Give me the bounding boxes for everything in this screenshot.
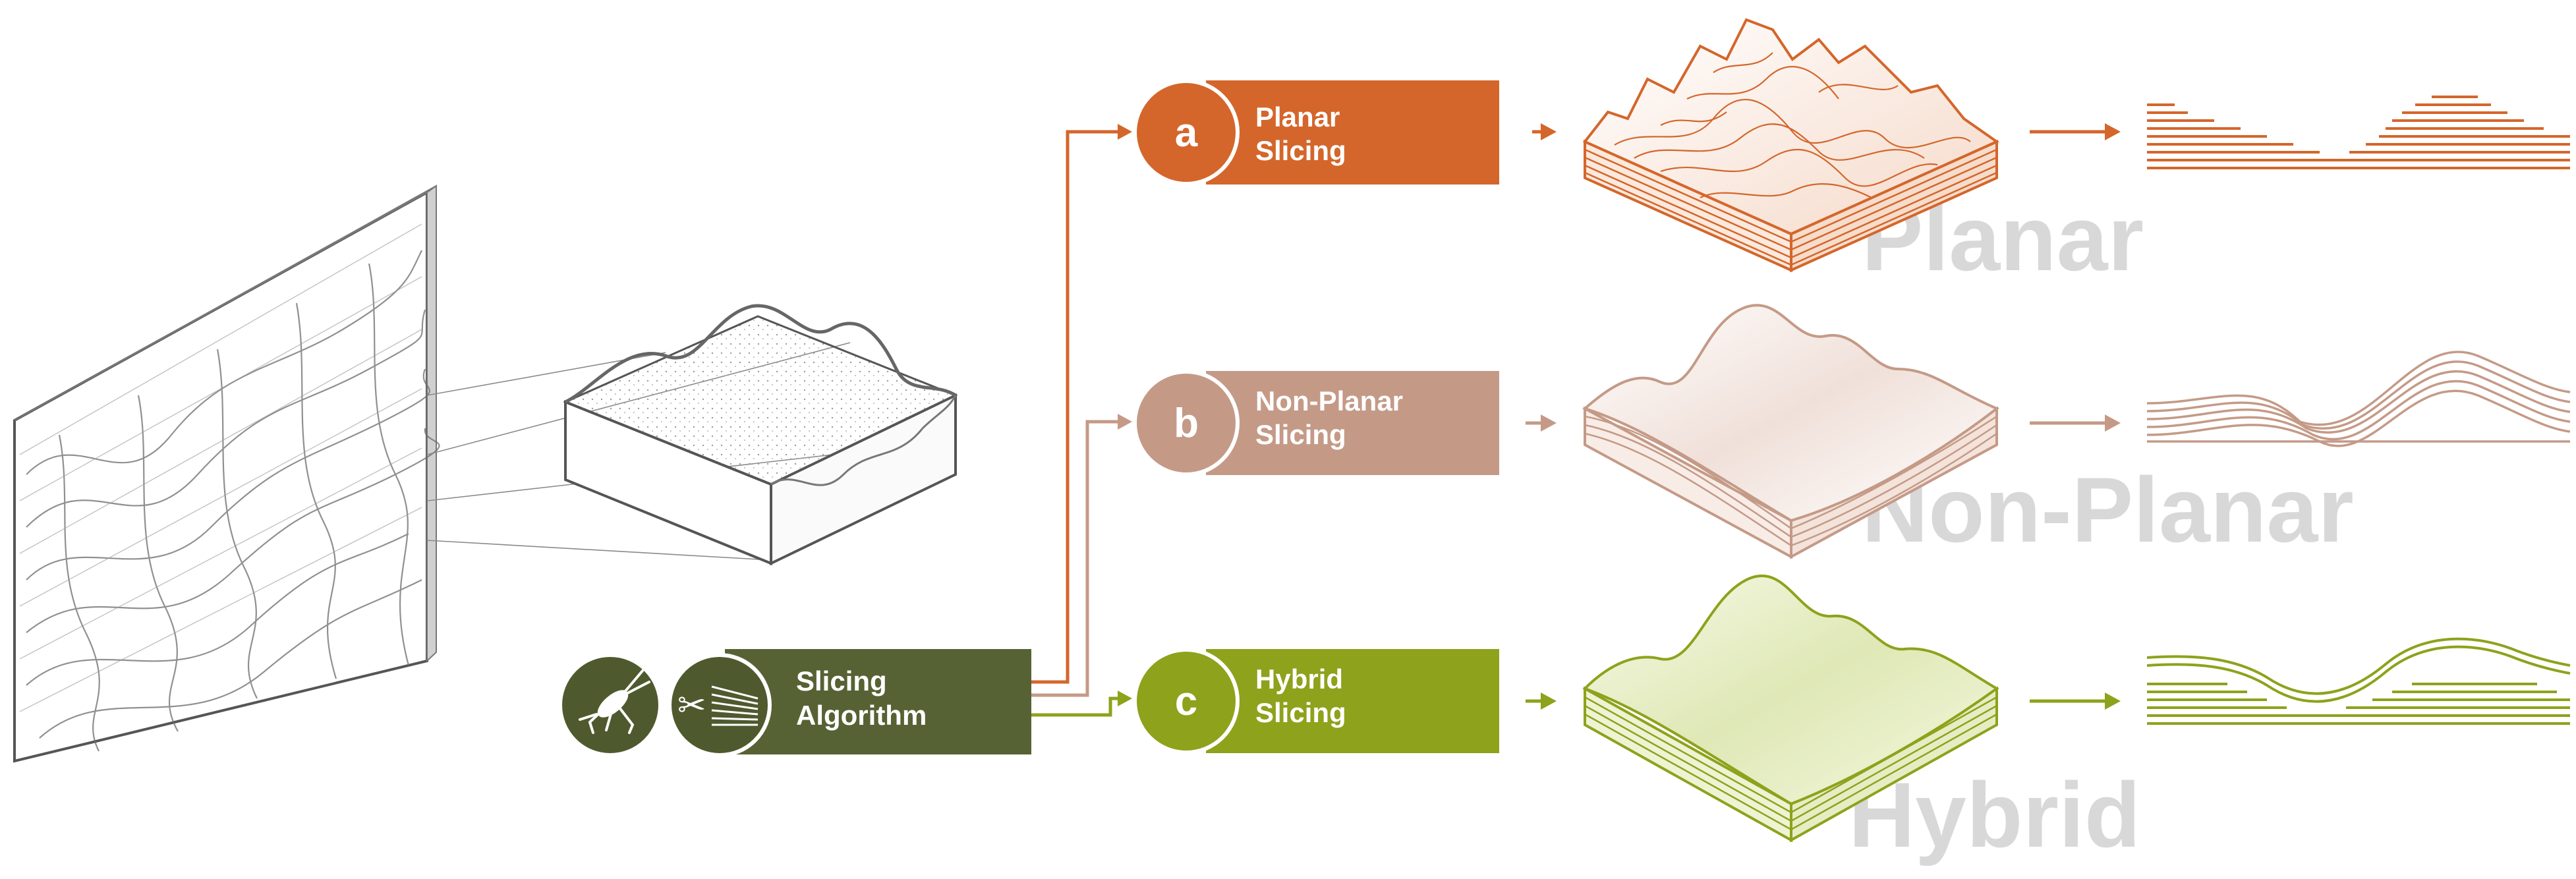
terrain-to-profile-arrows	[2030, 123, 2121, 710]
hybrid-letter-badge: c	[1175, 679, 1197, 724]
planar-label-line1: Planar	[1255, 101, 1340, 132]
algorithm-label-line2: Algorithm	[796, 700, 927, 731]
svg-text:✂: ✂	[677, 686, 706, 725]
method-pill-planar: a Planar Slicing	[1133, 79, 1499, 186]
planar-label-line2: Slicing	[1255, 135, 1346, 166]
nonplanar-label-line1: Non-Planar	[1255, 385, 1403, 416]
ghost-label-nonplanar: Non-Planar	[1862, 458, 2354, 561]
scissors-slicer-icon: ✂	[677, 685, 758, 726]
method-pill-nonplanar: b Non-Planar Slicing	[1133, 370, 1499, 476]
profile-planar	[2147, 96, 2570, 169]
pill-to-terrain-arrows	[1526, 123, 1557, 710]
method-pill-hybrid: c Hybrid Slicing	[1133, 648, 1499, 754]
nonplanar-letter-badge: b	[1174, 401, 1199, 446]
profile-hybrid	[2146, 637, 2571, 725]
planar-letter-badge: a	[1175, 110, 1198, 156]
branch-connectors	[1031, 124, 1132, 717]
terrain-hybrid	[1582, 574, 1999, 843]
terrain-planar	[1582, 18, 2000, 273]
textured-wall-panel	[13, 184, 440, 763]
algorithm-label-line1: Slicing	[796, 666, 887, 696]
terrain-nonplanar	[1582, 304, 1999, 559]
hybrid-label-line2: Slicing	[1255, 697, 1346, 728]
hybrid-label-line1: Hybrid	[1255, 664, 1343, 695]
nonplanar-label-line2: Slicing	[1255, 419, 1346, 450]
slicing-algorithm-block: ✂ Slicing Algorithm	[558, 649, 1031, 757]
profile-nonplanar	[2146, 351, 2571, 447]
grasshopper-icon	[579, 669, 650, 734]
terrain-block-sketch	[563, 304, 958, 566]
